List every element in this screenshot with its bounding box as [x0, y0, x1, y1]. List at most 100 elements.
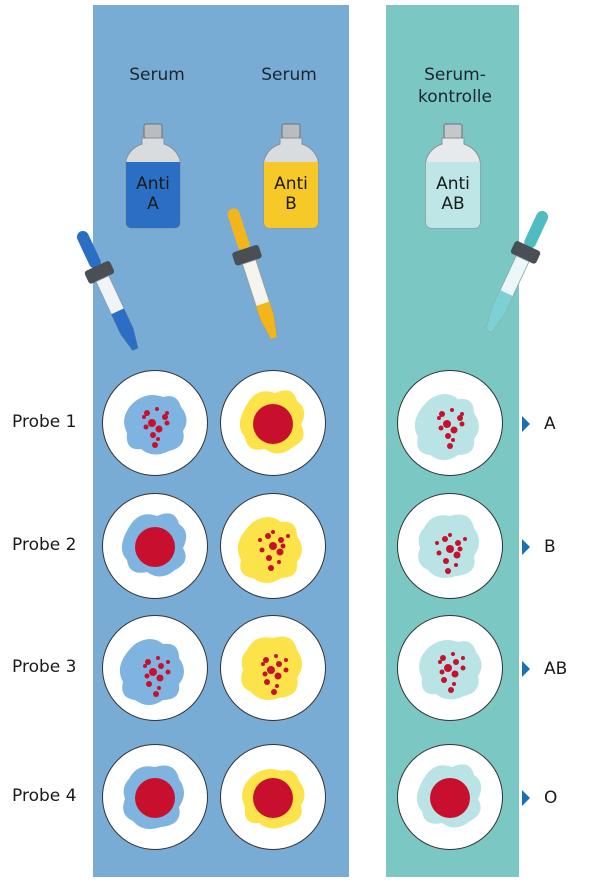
agglutination-clump: [277, 560, 281, 564]
triangle-marker-icon: [522, 790, 530, 806]
agglutination-clump: [262, 671, 268, 677]
agglutination-clump: [258, 538, 262, 542]
agglutination-clump: [271, 530, 275, 534]
result-blood-group: A: [544, 414, 556, 434]
probe-label-2: Probe 2: [12, 535, 77, 555]
column-title-control-line1: Serum-: [424, 65, 486, 85]
agglutination-clump: [439, 669, 445, 675]
triangle-marker-icon: [522, 661, 530, 677]
agglutination-clump: [450, 426, 458, 434]
probe-label-4: Probe 4: [12, 786, 77, 806]
test-dish: [220, 744, 326, 850]
dropper-anti-ab-icon: [485, 210, 549, 333]
blood-solid: [430, 778, 470, 818]
agglutination-clump: [143, 664, 147, 668]
agglutination-clump: [276, 661, 282, 667]
agglutination-clump: [461, 656, 465, 660]
result-blood-group: B: [544, 537, 556, 557]
agglutination-clump: [284, 658, 288, 662]
agglutination-clump: [267, 666, 275, 674]
agglutination-clump: [276, 548, 284, 556]
agglutination-clump: [452, 682, 456, 686]
agglutination-clump: [460, 665, 466, 671]
column-title-control-line2: kontrolle: [417, 87, 492, 107]
agglutination-clump: [438, 425, 444, 431]
agglutination-clump: [145, 659, 151, 665]
agglutination-clump: [263, 657, 269, 663]
agglutination-clump: [457, 415, 463, 421]
test-dish: [102, 615, 208, 721]
agglutination-clump: [451, 652, 455, 656]
test-dish: [397, 370, 503, 476]
bottle-anti-a-icon: Anti A: [124, 122, 182, 232]
agglutination-clump: [280, 543, 286, 549]
agglutination-clump: [435, 541, 439, 545]
agglutination-clump: [275, 684, 279, 688]
agglutination-clump: [274, 672, 282, 680]
agglutination-clump: [450, 408, 454, 412]
test-dish: [397, 493, 503, 599]
agglutination-clump: [444, 664, 452, 672]
test-dish: [220, 370, 326, 476]
agglutination-clump: [164, 420, 170, 426]
agglutination-clump: [259, 547, 265, 553]
agglutination-clump: [146, 681, 152, 687]
agglutination-clump: [268, 565, 274, 571]
agglutination-clump: [286, 534, 290, 538]
bottle-label-line2: B: [285, 194, 297, 214]
agglutination-clump: [148, 419, 156, 427]
agglutination-clump: [445, 568, 451, 574]
agglutination-clump: [274, 654, 278, 658]
agglutination-clump: [460, 412, 464, 416]
agglutination-clump: [439, 411, 445, 417]
reagent-spot: [237, 517, 302, 583]
agglutination-clump: [443, 558, 449, 564]
agglutination-clump: [165, 411, 169, 415]
agglutination-clump: [283, 667, 289, 673]
agglutination-clump: [453, 659, 459, 665]
agglutination-clump: [264, 679, 270, 685]
agglutination-clump: [144, 673, 150, 679]
agglutination-clump: [459, 421, 465, 427]
agglutination-clump: [451, 670, 459, 678]
agglutination-clump: [269, 542, 277, 550]
agglutination-clump: [152, 442, 158, 448]
agglutination-clump: [156, 656, 160, 660]
result-blood-group: AB: [544, 659, 568, 679]
agglutination-clump: [162, 414, 168, 420]
agglutination-clump: [455, 540, 461, 546]
agglutination-clump: [155, 407, 159, 411]
bottle-label-line1: Anti: [436, 174, 470, 194]
agglutination-clump: [440, 655, 446, 661]
agglutination-clump: [149, 668, 157, 676]
column-title-anti-b: Serum: [261, 65, 317, 85]
test-dish: [102, 493, 208, 599]
agglutination-clump: [457, 546, 463, 552]
blood-solid: [253, 404, 293, 444]
probe-label-3: Probe 3: [12, 657, 77, 677]
blood-solid: [135, 778, 175, 818]
agglutination-clump: [143, 424, 149, 430]
test-dish: [102, 370, 208, 476]
result-blood-group: O: [544, 788, 558, 808]
agglutination-clump: [446, 545, 454, 553]
agglutination-clump: [157, 686, 161, 690]
probe-label-1: Probe 1: [12, 412, 77, 432]
agglutination-clump: [441, 677, 447, 683]
triangle-marker-icon: [522, 416, 530, 432]
agglutination-clump: [443, 420, 451, 428]
agglutination-clump: [445, 433, 451, 439]
bottle-anti-b-icon: Anti B: [262, 122, 320, 232]
agglutination-clump: [266, 555, 272, 561]
dropper-anti-b-icon: [227, 208, 278, 340]
agglutination-clump: [278, 537, 284, 543]
agglutination-clump: [265, 533, 271, 539]
dropper-anti-a-icon: [76, 230, 139, 352]
blood-solid: [253, 778, 293, 818]
bottle-label-line2: A: [147, 194, 159, 214]
agglutination-clump: [436, 550, 442, 556]
column-title-anti-a: Serum: [129, 65, 185, 85]
agglutination-clump: [451, 438, 455, 442]
agglutination-clump: [166, 660, 170, 664]
agglutination-clump: [271, 689, 277, 695]
